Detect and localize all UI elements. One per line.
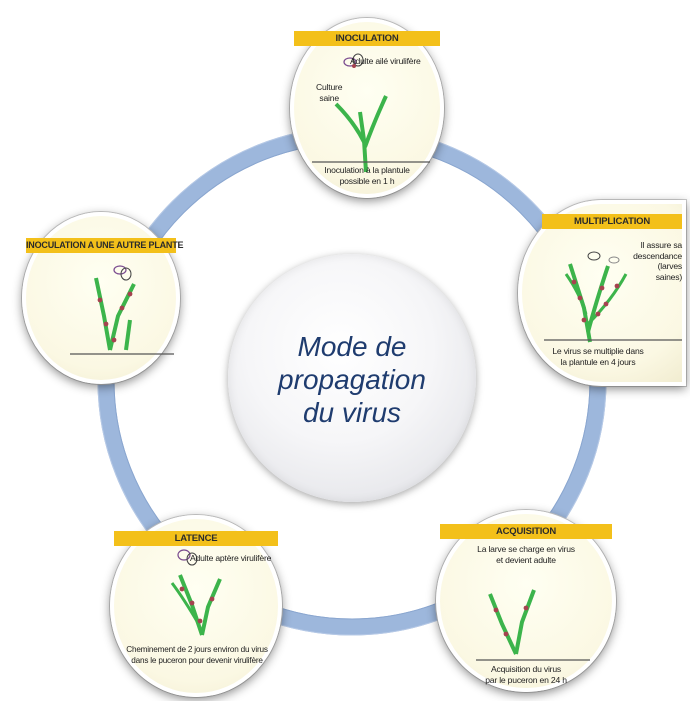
stage-title: ACQUISITION (440, 524, 612, 539)
stage-caption: Acquisition du virus par le puceron en 2… (485, 664, 567, 685)
wingless-aphid-icon (177, 549, 198, 566)
stage-caption: Inoculation à la plantule possible en 1 … (324, 165, 410, 186)
stage-multiplication: MULTIPLICATION Il assure sa descendance … (518, 200, 686, 386)
plant-illustration (544, 251, 682, 343)
stage-inoculation-autre-plante: INOCULATION A UNE AUTRE PLANTE (22, 212, 184, 384)
plant-illustration (476, 589, 590, 661)
stage-caption: Cheminement de 2 jours environ du virus … (126, 645, 268, 665)
larva-icon (493, 605, 529, 637)
plant-illustration (170, 549, 222, 636)
stage-title: INOCULATION (294, 31, 440, 46)
stage-label: La larve se charge en virus et devient a… (477, 544, 575, 565)
stage-title: LATENCE (114, 531, 278, 546)
stage-label: Adulte aptère virulifère (190, 553, 272, 563)
stage-title: MULTIPLICATION (542, 214, 682, 229)
stage-acquisition: ACQUISITION La larve se charge en virus … (436, 510, 616, 692)
center-circle: Mode de propagation du virus (228, 254, 476, 502)
stage-label: Adulte ailé virulifère (350, 56, 421, 66)
winged-aphid-icon (113, 265, 132, 281)
stage-label: Il assure sa descendance (larves saines) (633, 240, 682, 282)
plant-illustration (70, 265, 174, 355)
stage-latence: LATENCE Adulte aptère virulifère Chemine… (110, 515, 282, 697)
stage-caption: Le virus se multiplie dans la plantule e… (552, 346, 644, 367)
stage-title: INOCULATION A UNE AUTRE PLANTE (26, 238, 184, 253)
aphid-colony-icon (571, 279, 620, 323)
plant-illustration (312, 53, 430, 173)
stage-inoculation: INOCULATION Adulte ailé virulifère Cultu… (290, 18, 444, 198)
winged-aphid-icon (343, 53, 364, 68)
stage-label: Culture saine (316, 82, 343, 103)
center-title: Mode de propagation du virus (278, 331, 426, 428)
